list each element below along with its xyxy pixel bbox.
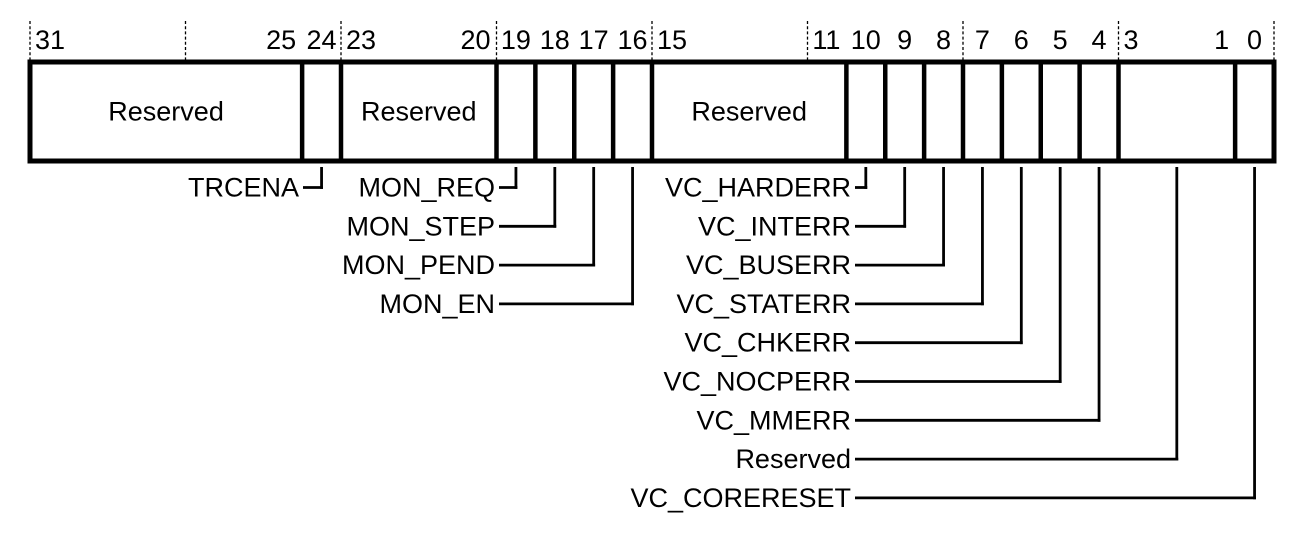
callout-mon-step: MON_STEP <box>346 167 557 241</box>
bit-number-18: 18 <box>540 25 570 55</box>
bit-number-6: 6 <box>1014 25 1029 55</box>
bit-number-23: 23 <box>346 25 376 55</box>
field-box-text: Reserved <box>361 97 477 127</box>
bit-number-3: 3 <box>1124 25 1139 55</box>
bit-number-15: 15 <box>657 25 687 55</box>
bit-number-4: 4 <box>1092 25 1107 55</box>
callout-vc-harderr: VC_HARDERR <box>665 167 868 203</box>
callout-vc-staterr: VC_STATERR <box>676 167 984 319</box>
bit-number-25: 25 <box>266 25 296 55</box>
callout-label: VC_INTERR <box>698 211 851 241</box>
bit-number-8: 8 <box>936 25 951 55</box>
bit-number-0: 0 <box>1247 25 1262 55</box>
callout-label: VC_CHKERR <box>684 328 851 358</box>
callout-vc-corereset: VC_CORERESET <box>630 167 1256 513</box>
callout-label: VC_HARDERR <box>665 173 851 203</box>
callout-vc-buserr: VC_BUSERR <box>686 167 945 280</box>
callout-mon-pend: MON_PEND <box>342 167 596 280</box>
callout-vc-mmerr: VC_MMERR <box>696 167 1101 435</box>
field-box-text: Reserved <box>108 97 224 127</box>
callout-label: VC_CORERESET <box>630 483 851 513</box>
bit-number-7: 7 <box>975 25 990 55</box>
callout-label: MON_REQ <box>358 173 495 203</box>
callout-mon-req: MON_REQ <box>358 167 518 203</box>
callout-label: MON_STEP <box>346 211 495 241</box>
callout-label: Reserved <box>735 444 851 474</box>
bit-number-16: 16 <box>618 25 648 55</box>
bit-number-11: 11 <box>812 25 840 55</box>
bit-number-31: 31 <box>35 25 65 55</box>
callout-label: VC_MMERR <box>696 405 851 435</box>
bit-number-9: 9 <box>897 25 912 55</box>
callout-trcena: TRCENA <box>188 167 323 203</box>
callout-vc-chkerr: VC_CHKERR <box>684 167 1023 358</box>
callout-label: VC_STATERR <box>676 289 851 319</box>
callout-label: MON_PEND <box>342 250 495 280</box>
bit-number-17: 17 <box>579 25 609 55</box>
callout-label: VC_BUSERR <box>686 250 851 280</box>
callout-vc-interr: VC_INTERR <box>698 167 907 241</box>
callout-reserved: Reserved <box>735 167 1179 474</box>
bit-number-10: 10 <box>851 25 881 55</box>
bit-number-1: 1 <box>1214 25 1229 55</box>
bit-number-19: 19 <box>501 25 531 55</box>
callout-label: VC_NOCPERR <box>663 367 851 397</box>
callout-label: TRCENA <box>188 173 299 203</box>
callout-vc-nocperr: VC_NOCPERR <box>663 167 1062 397</box>
callout-label: MON_EN <box>379 289 495 319</box>
bit-number-5: 5 <box>1053 25 1068 55</box>
callout-mon-en: MON_EN <box>379 167 634 319</box>
bit-number-24: 24 <box>307 25 337 55</box>
bit-number-20: 20 <box>460 25 490 55</box>
field-box-text: Reserved <box>691 97 807 127</box>
